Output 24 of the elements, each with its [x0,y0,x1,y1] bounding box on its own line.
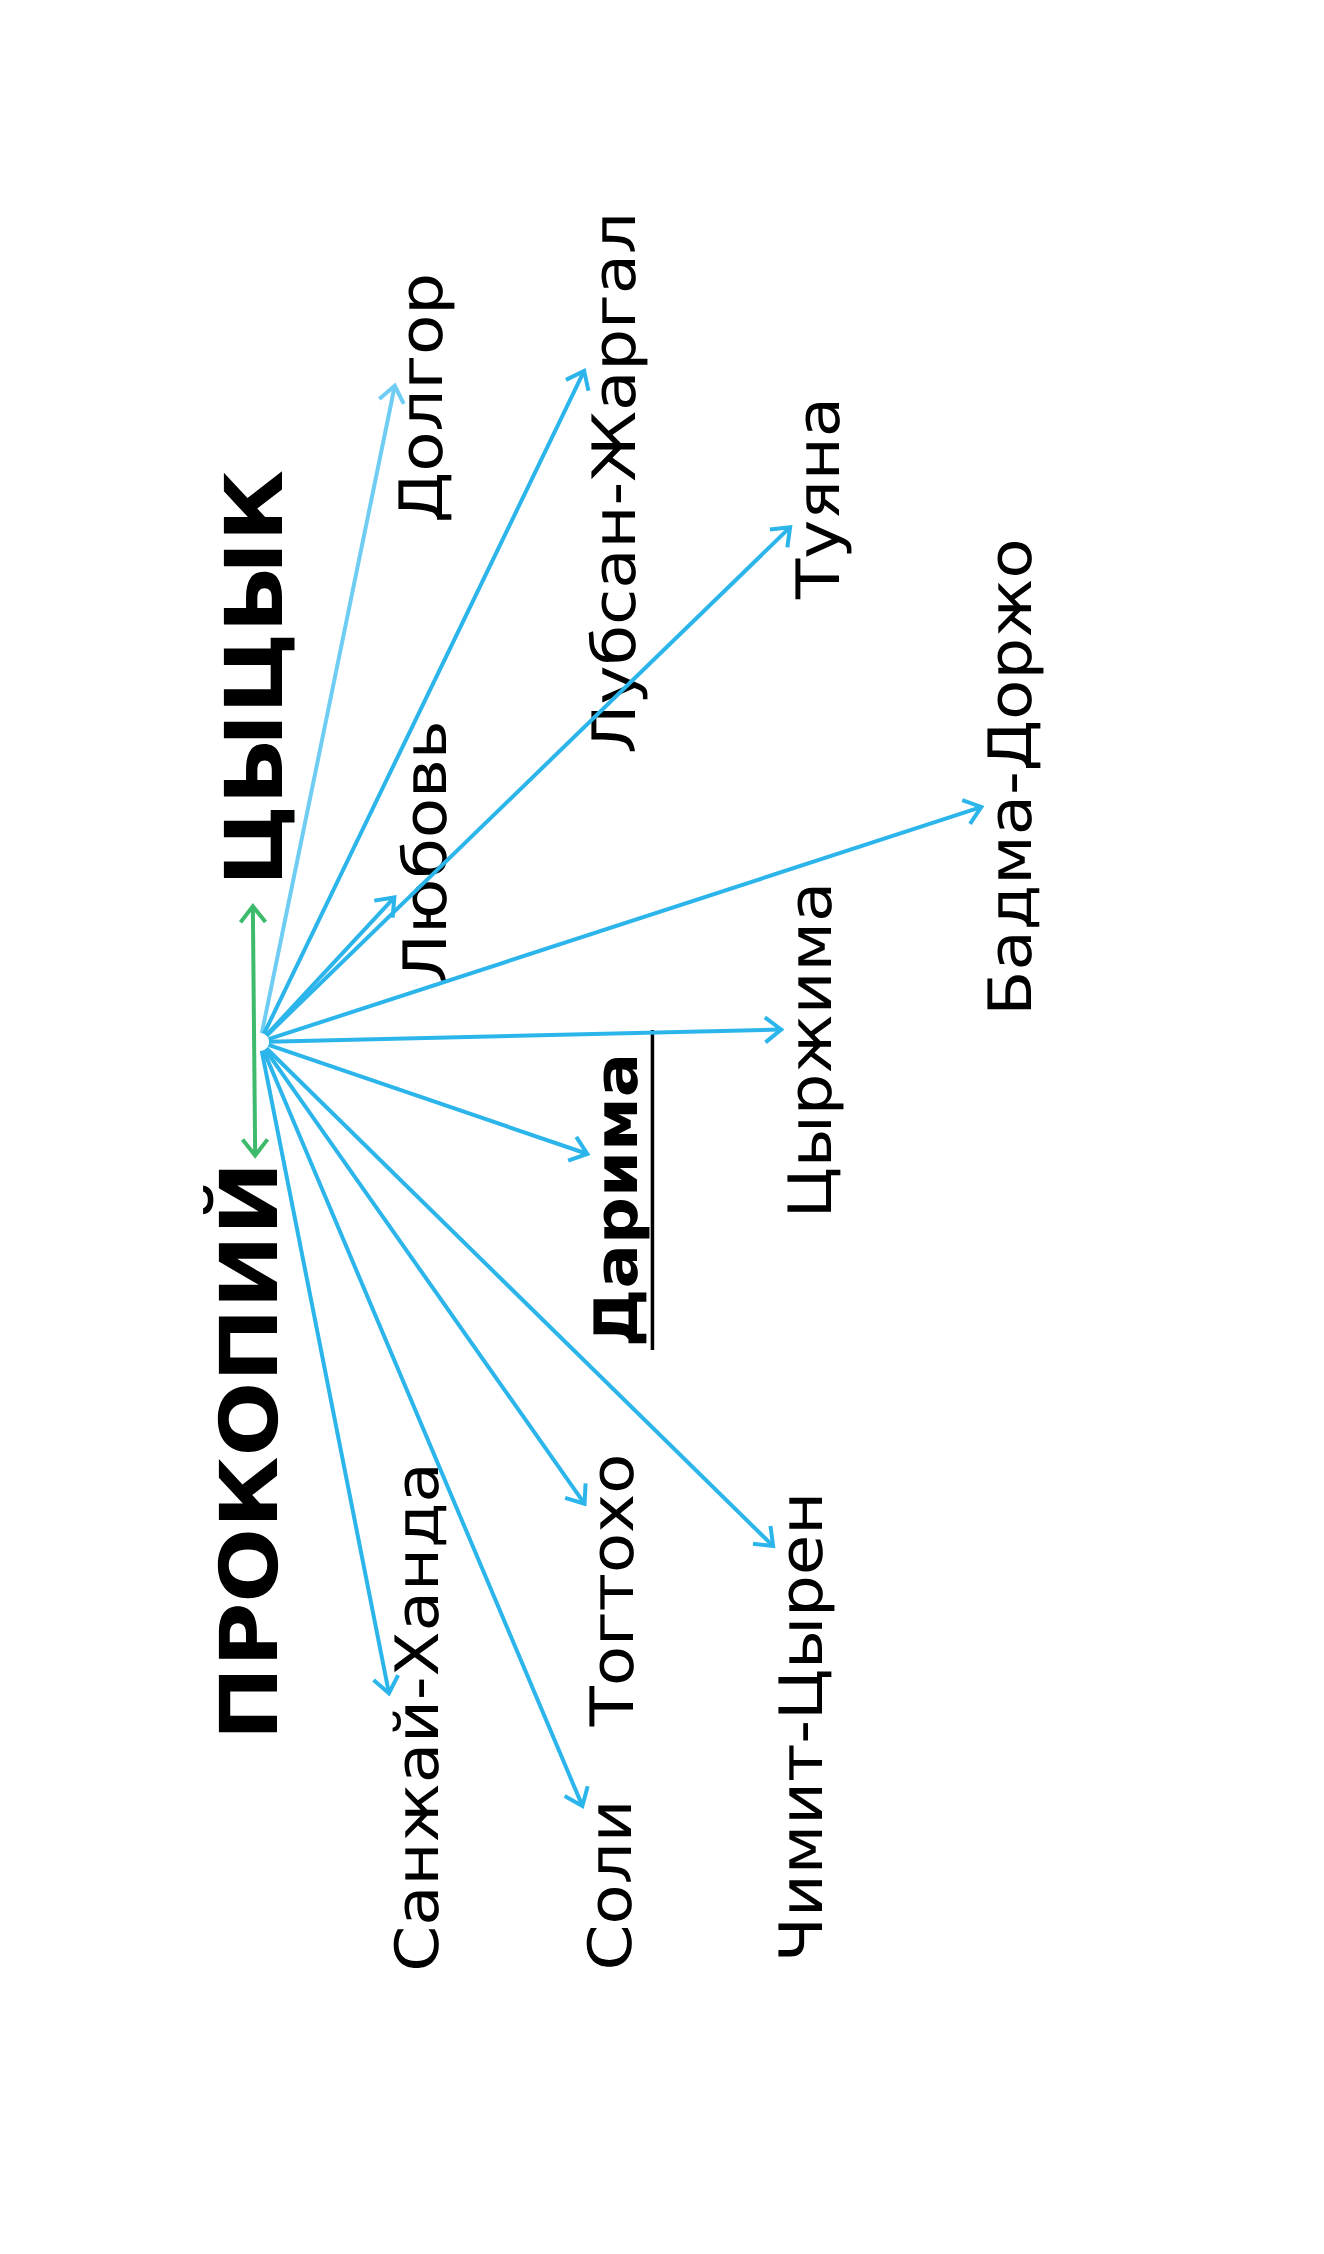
arrow [265,1046,776,1549]
name-label: Лубсан-Жаргал [588,217,648,752]
name-label: Тогтохо [589,1457,634,1727]
name-label: Бадма-Доржо [987,541,1044,1010]
name-label: Туяна [795,402,852,600]
name-label: Любовь [399,724,447,981]
arrow [267,1043,591,1163]
name-label: Санжай-Ханда [392,1468,447,1968]
name-label: Соли [586,1805,632,1967]
arrow [267,798,985,1042]
name-label: Чимит-Цырен [778,1497,835,1957]
double-arrow [238,903,270,1159]
name-label: Долгор [398,276,455,520]
arrow [262,367,591,1035]
name-label: Дарима [593,1029,655,1351]
parent-name: ПРОКОПИЙ [203,1169,279,1733]
arrow [265,525,793,1038]
arrow [259,1050,400,1697]
name-label: Цыржима [787,887,844,1212]
arrow [259,382,406,1034]
arrow [261,1049,590,1809]
parent-name: ЦЫЦЫК [223,471,295,878]
arrow [268,1015,785,1044]
arrow [263,1048,588,1507]
